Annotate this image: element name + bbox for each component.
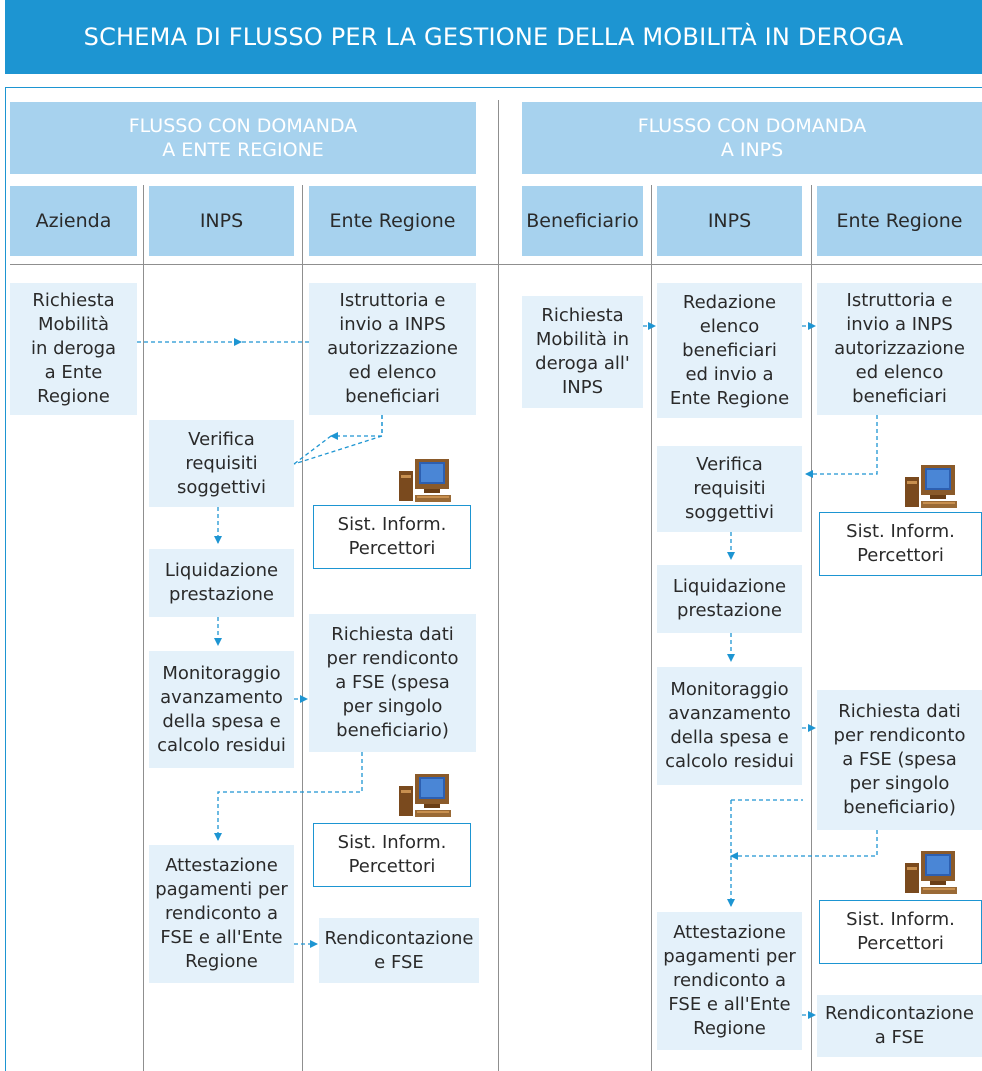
arrow-r-istruttoria-to-verifica (805, 415, 878, 478)
arrow-richiesta-dati-to-attestazione (214, 752, 363, 841)
right-sistema-informativo-2: Sist. Inform. Percettori (819, 900, 982, 964)
right-richiesta-dati-box: Richiesta dati per rendiconto a FSE (spe… (817, 690, 982, 830)
computer-icon (399, 774, 451, 817)
left-liquidazione-box: Liquidazione prestazione (149, 549, 294, 617)
right-liquidazione-box: Liquidazione prestazione (657, 565, 802, 633)
lane-divider (302, 185, 303, 1071)
left-istruttoria-box: Istruttoria e invio a INPS autorizzazion… (309, 283, 476, 415)
lane-ente-regione-left: Ente Regione (309, 186, 476, 256)
left-monitoraggio-box: Monitoraggio avanzamento della spesa e c… (149, 651, 294, 768)
lane-divider (811, 185, 812, 1071)
diagram-frame (5, 87, 982, 1071)
left-verifica-box: Verifica requisiti soggettivi (149, 420, 294, 507)
right-flow-header: FLUSSO CON DOMANDA A INPS (522, 102, 982, 174)
left-sistema-informativo-1: Sist. Inform. Percettori (313, 505, 471, 569)
computer-icon (399, 459, 451, 502)
lane-beneficiario: Beneficiario (522, 186, 643, 256)
left-richiesta-dati-box: Richiesta dati per rendiconto a FSE (spe… (309, 614, 476, 752)
lane-divider (143, 185, 144, 1071)
lane-inps-left: INPS (149, 186, 294, 256)
computer-icon (905, 465, 957, 508)
left-flow-header: FLUSSO CON DOMANDA A ENTE REGIONE (10, 102, 476, 174)
right-richiesta-box: Richiesta Mobilità in deroga all' INPS (522, 296, 643, 408)
left-richiesta-box: Richiesta Mobilità in deroga a Ente Regi… (10, 283, 137, 415)
lane-azienda: Azienda (10, 186, 137, 256)
flow-divider (498, 100, 499, 1071)
right-monitoraggio-box: Monitoraggio avanzamento della spesa e c… (657, 667, 802, 785)
right-verifica-box: Verifica requisiti soggettivi (657, 446, 802, 532)
left-rendicontazione-box: Rendicontazione e FSE (319, 918, 479, 983)
right-sistema-informativo-1: Sist. Inform. Percettori (819, 512, 982, 576)
lane-inps-right: INPS (657, 186, 802, 256)
right-redazione-box: Redazione elenco beneficiari ed invio a … (657, 283, 802, 418)
lane-divider (651, 185, 652, 1071)
diagram-title: SCHEMA DI FLUSSO PER LA GESTIONE DELLA M… (5, 0, 982, 74)
computer-icon (905, 851, 957, 894)
left-attestazione-box: Attestazione pagamenti per rendiconto a … (149, 845, 294, 983)
lane-header-separator (10, 264, 982, 265)
arrow-istruttoria-to-verifica (293, 415, 383, 465)
left-sistema-informativo-2: Sist. Inform. Percettori (313, 823, 471, 887)
lane-ente-regione-right: Ente Regione (817, 186, 982, 256)
right-attestazione-box: Attestazione pagamenti per rendiconto a … (657, 912, 802, 1050)
right-istruttoria-box: Istruttoria e invio a INPS autorizzazion… (817, 283, 982, 415)
right-rendicontazione-box: Rendicontazione a FSE (817, 995, 982, 1057)
